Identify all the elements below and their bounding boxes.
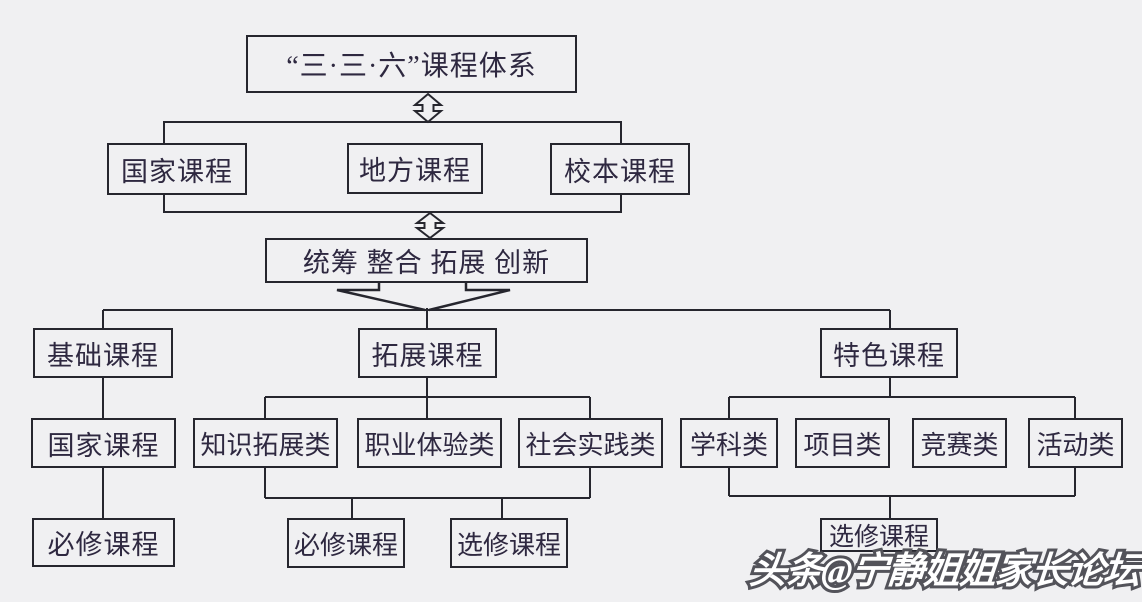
node-subject-type: 学科类 bbox=[680, 418, 778, 468]
node-career-experience: 职业体验类 bbox=[357, 418, 502, 468]
node-required-courses-extended: 必修课程 bbox=[287, 518, 405, 568]
node-required-courses-basic: 必修课程 bbox=[32, 518, 175, 567]
node-activity-type: 活动类 bbox=[1028, 418, 1123, 468]
node-knowledge-expansion: 知识拓展类 bbox=[193, 418, 338, 468]
node-basic-courses: 基础课程 bbox=[33, 328, 173, 378]
node-project-type: 项目类 bbox=[795, 418, 890, 468]
node-national-curriculum-sub: 国家课程 bbox=[31, 418, 176, 468]
node-elective-courses-special: 选修课程 bbox=[820, 518, 938, 552]
double-arrow-icon bbox=[414, 211, 446, 240]
node-school-curriculum: 校本课程 bbox=[550, 143, 690, 195]
node-course-system: “三·三·六”课程体系 bbox=[246, 35, 577, 93]
tree-connectors bbox=[102, 308, 1076, 520]
node-extended-courses: 拓展课程 bbox=[358, 328, 497, 378]
node-competition-type: 竞赛类 bbox=[912, 418, 1007, 468]
node-social-practice: 社会实践类 bbox=[518, 418, 663, 468]
double-arrow-icon bbox=[412, 92, 444, 124]
node-integration: 统筹 整合 拓展 创新 bbox=[265, 238, 588, 283]
node-elective-courses-extended: 选修课程 bbox=[450, 518, 568, 568]
node-local-curriculum: 地方课程 bbox=[347, 143, 483, 194]
node-national-curriculum-top: 国家课程 bbox=[107, 143, 247, 195]
merge-arrow-icon bbox=[336, 281, 511, 312]
node-special-courses: 特色课程 bbox=[820, 328, 958, 378]
watermark-text: 头条@宁静姐姐家长论坛 bbox=[745, 548, 1142, 595]
